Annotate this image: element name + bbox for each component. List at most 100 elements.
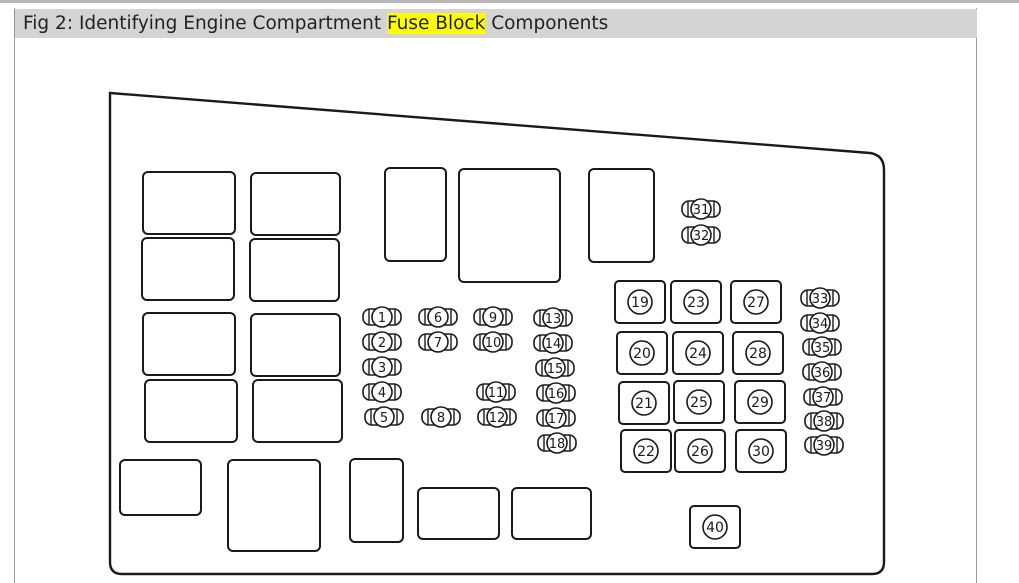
relay-slot [588,168,655,263]
mini-fuse: 14 [533,332,573,354]
fuse-label: 24 [689,346,707,362]
mini-fuse: 10 [473,331,513,353]
mini-fuse: 1 [362,306,402,328]
top-rule [0,0,1019,3]
fuse-label: 1 [378,311,386,326]
fuse-label: 25 [690,395,708,411]
caption-suffix: Components [485,13,609,34]
relay-slot [511,487,592,540]
fuse-label: 23 [687,295,705,311]
mini-fuse: 39 [804,434,844,456]
fuse-label: 11 [488,386,505,401]
relay-slot [142,171,236,235]
relay-slot [144,379,238,443]
mini-fuse: 17 [536,407,576,429]
maxi-fuse-body [614,280,666,324]
maxi-fuse-body [734,380,786,424]
mini-fuse: 11 [476,381,516,403]
maxi-fuse-body [735,429,787,473]
maxi-fuse-label-ring [743,289,769,315]
maxi-fuse-label-ring [629,340,655,366]
maxi-fuse-body [689,505,741,549]
mini-fuse-label-ring [690,198,712,220]
mini-fuse: 12 [477,406,517,428]
maxi-fuse: 25 [673,380,725,424]
fuse-label: 22 [637,444,655,460]
fuse-label: 19 [631,295,649,311]
fuse-label: 37 [815,391,832,406]
mini-fuse-label-ring [486,406,508,428]
fuse-label: 7 [434,336,442,351]
maxi-fuse-body [732,331,784,375]
mini-fuse-label-ring [482,306,504,328]
maxi-fuse-body [673,380,725,424]
mini-fuse-label-ring [373,406,395,428]
fuse-label: 28 [749,346,767,362]
mini-fuse: 16 [536,382,576,404]
mini-fuse-label-ring [813,434,835,456]
maxi-fuse-body [670,280,722,324]
mini-fuse-label-ring [371,356,393,378]
mini-fuse: 7 [418,331,458,353]
relay-slot [141,237,235,301]
maxi-fuse-label-ring [633,438,659,464]
mini-fuse-label-ring [809,287,831,309]
fuse-label: 18 [549,437,566,452]
fuse-label: 3 [378,361,386,376]
maxi-fuse-label-ring [748,438,774,464]
mini-fuse: 34 [800,312,840,334]
maxi-fuse-label-ring [683,289,709,315]
mini-fuse: 5 [364,406,404,428]
maxi-fuse-label-ring [702,514,728,540]
mini-fuse: 15 [535,357,575,379]
fuse-label: 16 [548,387,565,402]
fuse-label: 2 [378,336,386,351]
fuse-label: 39 [816,439,833,454]
mini-fuse-label-ring [371,381,393,403]
mini-fuse: 35 [802,336,842,358]
fuse-label: 8 [437,411,445,426]
fuse-label: 36 [814,366,831,381]
mini-fuse: 8 [421,406,461,428]
mini-fuse: 18 [537,432,577,454]
mini-fuse-label-ring [482,331,504,353]
mini-fuse: 37 [803,386,843,408]
fuse-label: 27 [747,295,765,311]
mini-fuse-label-ring [811,336,833,358]
mini-fuse-label-ring [371,331,393,353]
relay-slot [119,459,202,516]
maxi-fuse-label-ring [745,340,771,366]
mini-fuse: 13 [533,307,573,329]
caption-prefix: Fig 2: Identifying Engine Compartment [23,13,388,34]
relay-slot [142,312,236,376]
maxi-fuse-body [618,381,670,425]
mini-fuse-label-ring [813,410,835,432]
mini-fuse: 3 [362,356,402,378]
mini-fuse-label-ring [545,407,567,429]
mini-fuse-label-ring [542,332,564,354]
fuse-label: 34 [812,317,829,332]
fuse-label: 17 [548,412,565,427]
fuse-label: 4 [378,386,386,401]
maxi-fuse: 26 [674,429,726,473]
fuse-label: 31 [693,203,710,218]
maxi-fuse-label-ring [687,438,713,464]
fuse-label: 10 [485,336,502,351]
maxi-fuse: 40 [689,505,741,549]
fuse-label: 38 [816,415,833,430]
mini-fuse: 2 [362,331,402,353]
mini-fuse-label-ring [427,306,449,328]
relay-slot [250,172,341,236]
fuse-block-outline [108,91,886,576]
fuse-label: 6 [434,311,442,326]
fuse-label: 13 [545,312,562,327]
fuse-label: 33 [812,292,829,307]
fuse-label: 12 [489,411,506,426]
maxi-fuse: 29 [734,380,786,424]
fuse-label: 40 [706,520,724,536]
relay-slot [249,238,340,302]
fuse-label: 26 [691,444,709,460]
mini-fuse-label-ring [546,432,568,454]
